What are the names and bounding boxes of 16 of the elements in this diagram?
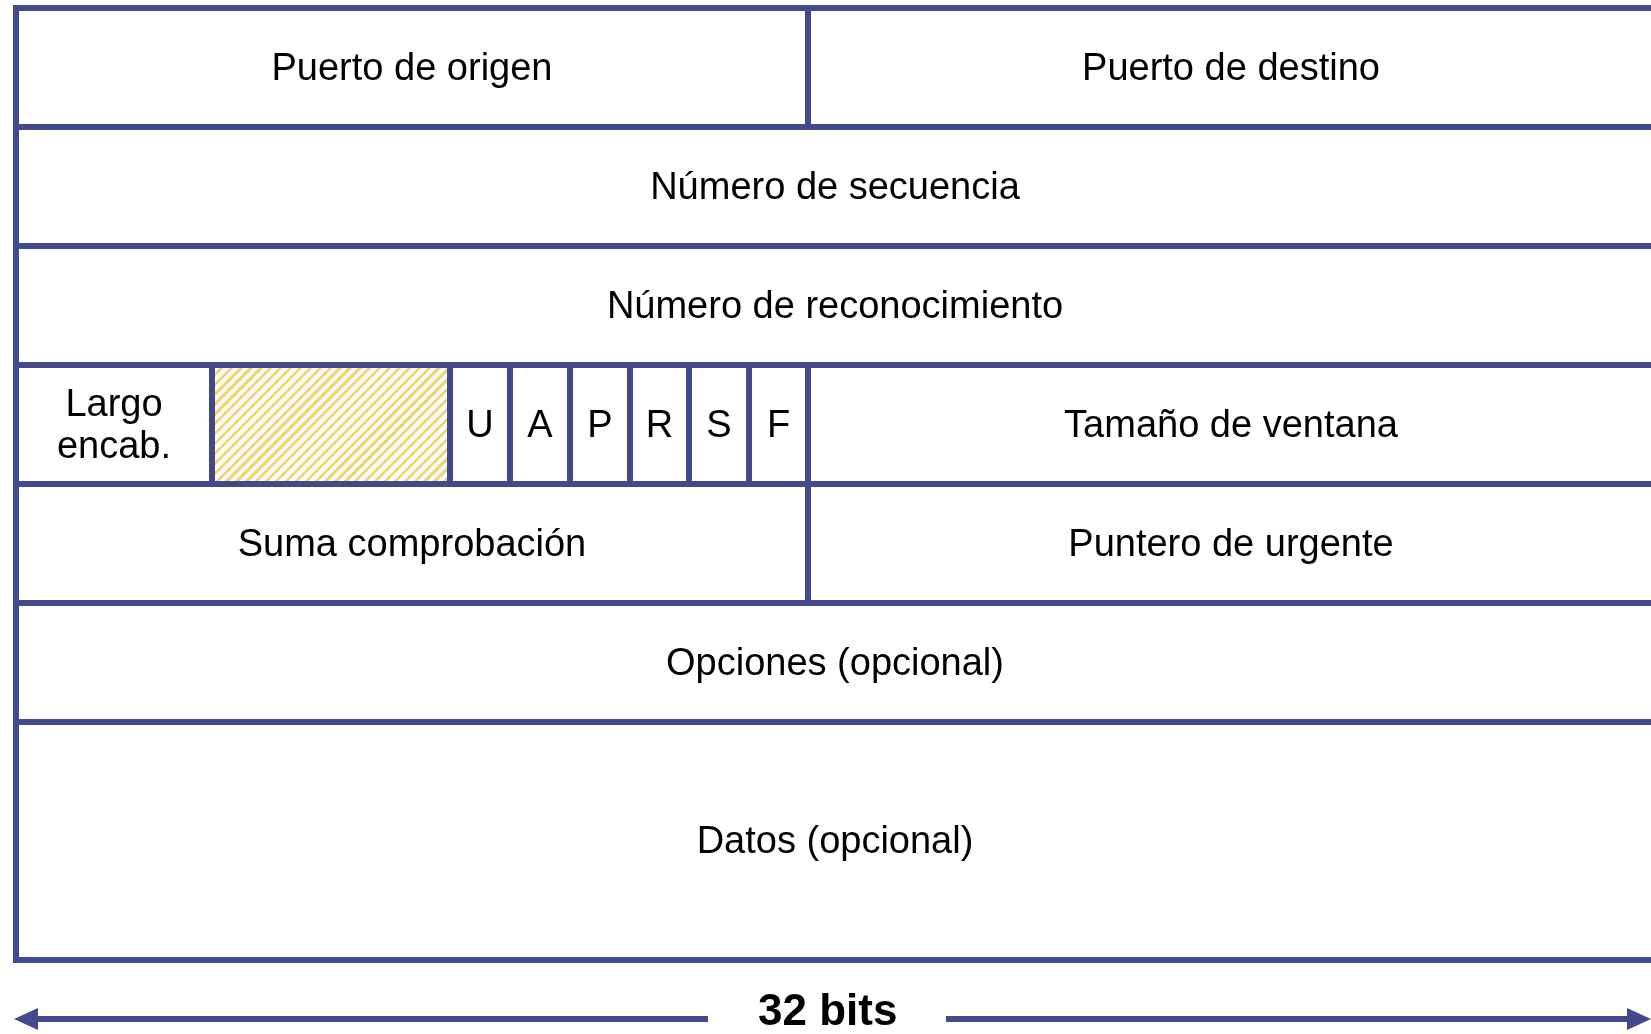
field-label: F: [766, 403, 791, 446]
field-label: Opciones (opcional): [666, 641, 1004, 684]
field-label: Puntero de urgente: [1068, 522, 1394, 565]
field-label: S: [706, 403, 732, 446]
field-label: Número de reconocimiento: [606, 284, 1064, 327]
field-label: R: [645, 403, 674, 446]
field-label: U: [466, 403, 494, 446]
field-label: A: [527, 403, 553, 446]
field-label: Puerto de origen: [271, 46, 553, 89]
field-label: Tamaño de ventana: [1064, 403, 1398, 446]
field-label: Largo encab.: [55, 382, 173, 467]
field-label: Datos (opcional): [696, 820, 974, 862]
field-label: Suma comprobación: [237, 522, 587, 565]
field-label: Puerto de destino: [1082, 46, 1380, 89]
field-label: Número de secuencia: [650, 165, 1020, 208]
field-label: P: [587, 403, 613, 446]
